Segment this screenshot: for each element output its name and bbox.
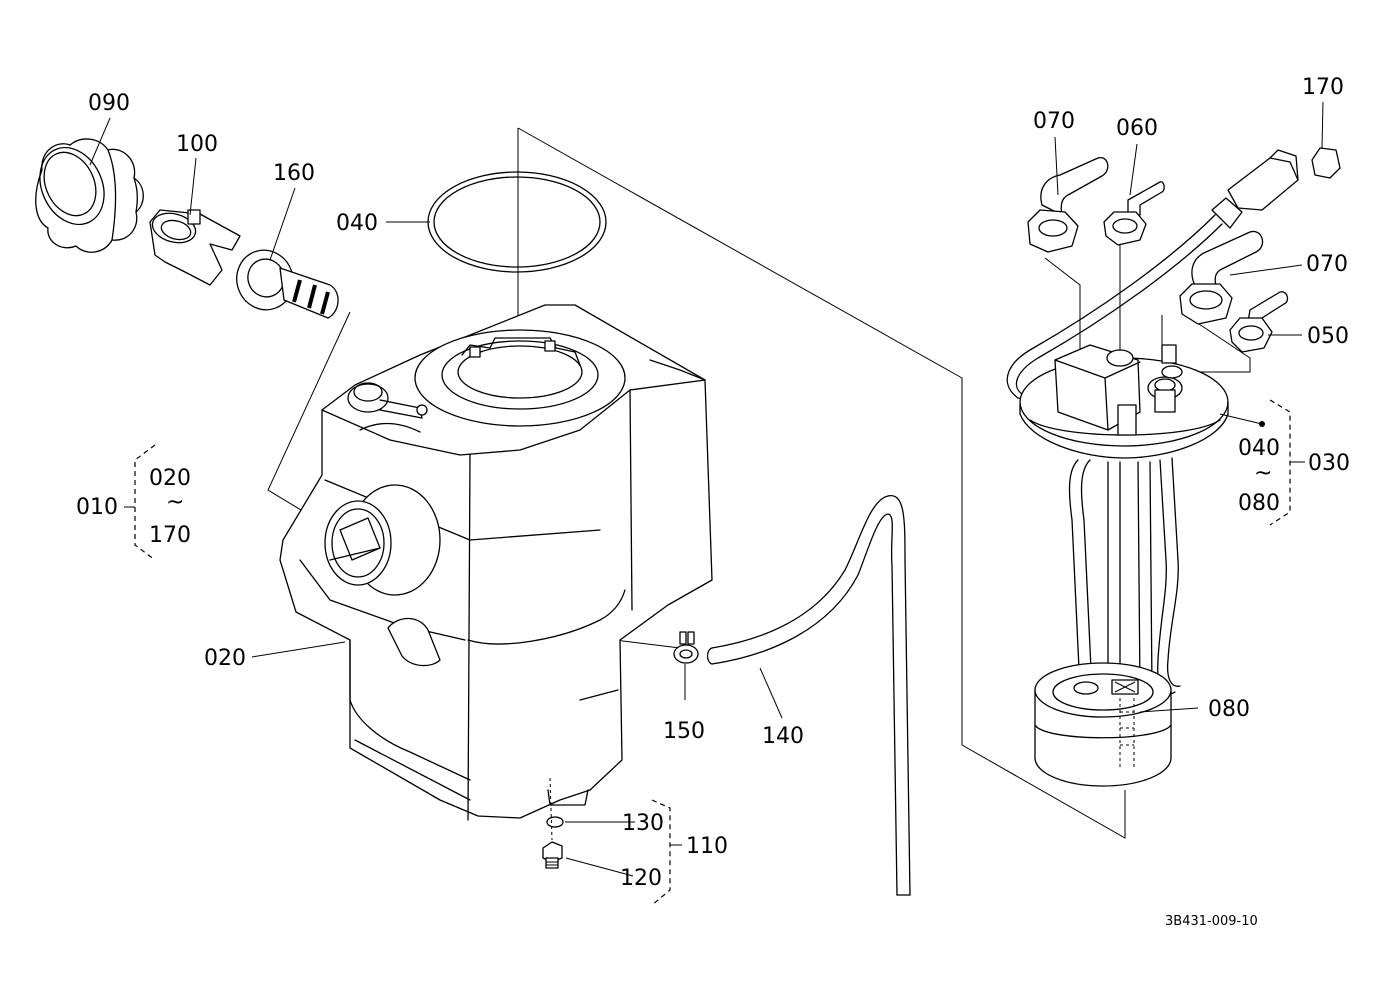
label-110: 110 [686,834,728,859]
label-010: 010 [76,495,118,520]
connector-170 [1211,147,1341,229]
label-160: 160 [273,161,315,186]
drawing-id: 3B431-009-10 [1165,914,1258,929]
label-130: 130 [622,811,664,836]
label-010-tilde: ~ [166,490,184,515]
label-060: 060 [1116,116,1158,141]
label-030-from: 040 [1238,436,1280,461]
fuel-sender-unit-030 [1006,214,1265,787]
label-030-to: 080 [1238,491,1280,516]
o-ring-130 [546,816,564,828]
label-090: 090 [88,91,130,116]
label-100: 100 [176,132,218,157]
label-010-to: 170 [149,523,191,548]
label-050: 050 [1307,324,1349,349]
part-labels: 090 100 160 040 010 020 ~ 170 020 150 14… [76,75,1350,929]
hose-clamp-150 [673,631,699,664]
filler-cap-090 [35,138,144,253]
label-070-top: 070 [1033,109,1075,134]
filler-adapter-100 [149,209,241,286]
fitting-050 [1229,291,1289,353]
group-brackets [124,399,1305,906]
elbow-fitting-070-right [1179,230,1264,325]
fitting-060 [1103,181,1165,246]
drain-plug-120 [542,841,563,869]
fuel-tank-020 [279,304,713,821]
label-030-tilde: ~ [1254,461,1272,486]
hose-140 [706,495,911,896]
label-080: 080 [1208,697,1250,722]
label-070-right: 070 [1306,252,1348,277]
elbow-fitting-070-top [1027,157,1109,253]
leader-lines [89,101,1324,877]
strainer-160 [236,249,339,319]
label-120: 120 [620,866,662,891]
label-150: 150 [663,719,705,744]
label-040-ring: 040 [336,211,378,236]
o-ring-040 [427,171,607,273]
label-010-from: 020 [149,466,191,491]
label-020: 020 [204,646,246,671]
label-030: 030 [1308,451,1350,476]
label-170: 170 [1302,75,1344,100]
label-140: 140 [762,724,804,749]
